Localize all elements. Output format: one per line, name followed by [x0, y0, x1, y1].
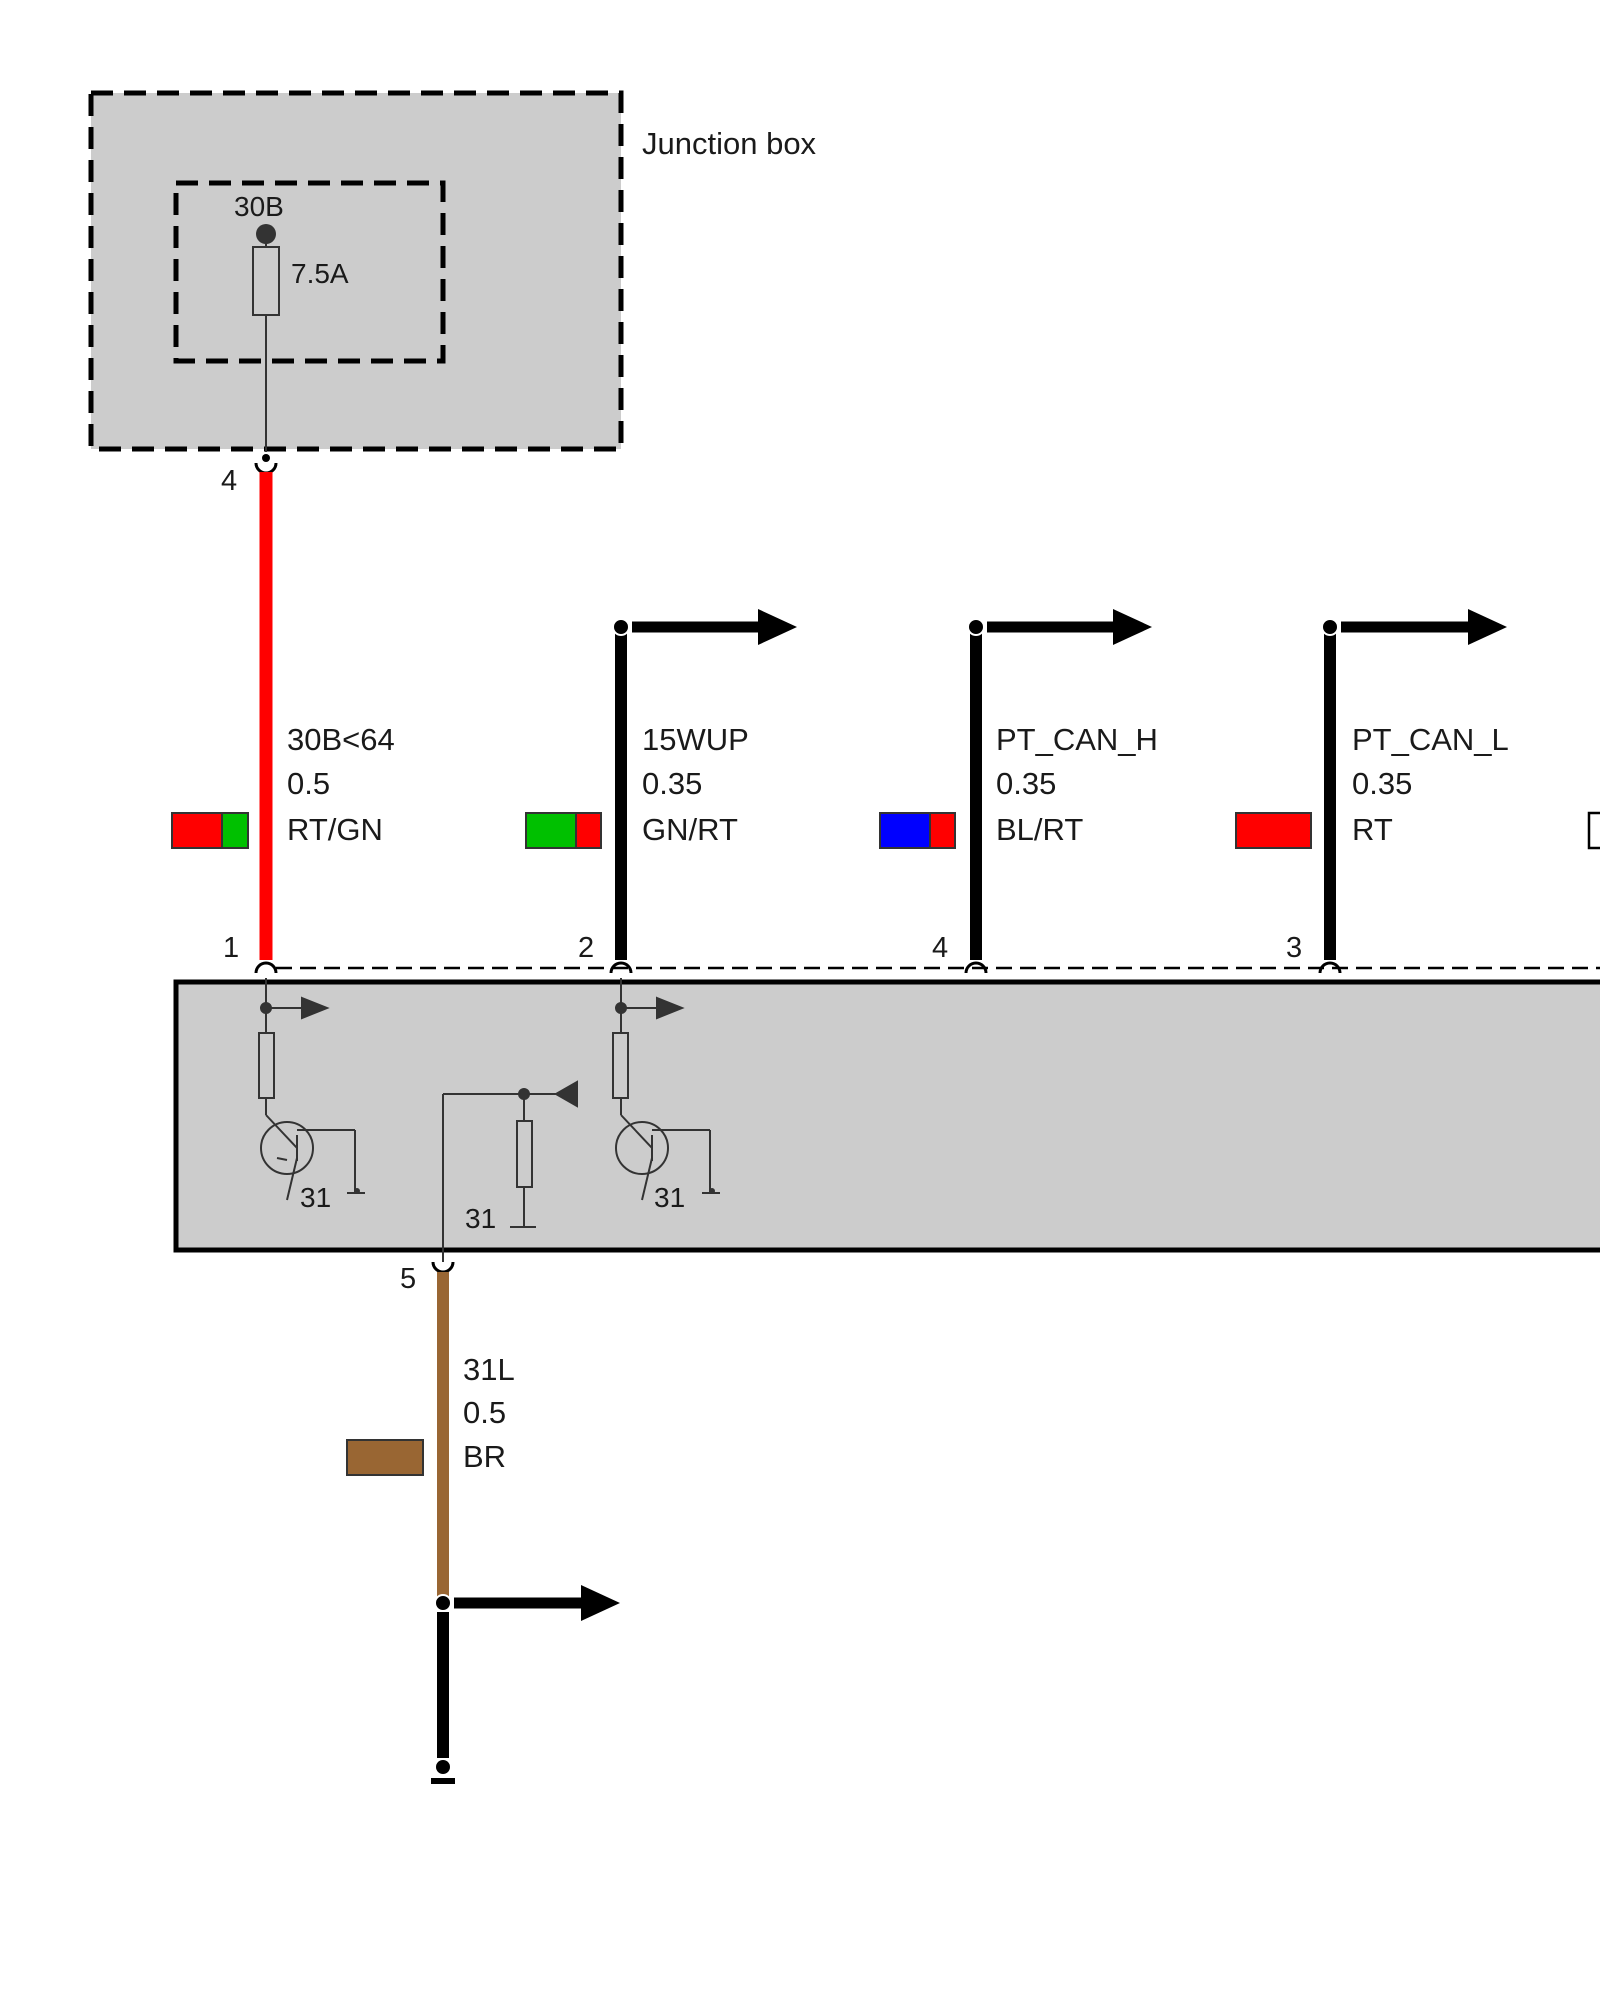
connector-pin-5 [431, 1261, 455, 1274]
arrow-right-icon [1113, 609, 1152, 645]
ground-node-1 [354, 1188, 360, 1194]
jb-pin-dot [262, 454, 270, 462]
connector-pin-1 [254, 961, 278, 974]
wire-pt-can-l: PT_CAN_L 0.35 RT [1235, 609, 1509, 960]
wire-31l-node [434, 1594, 452, 1612]
pin-number-3: 3 [1286, 932, 1302, 964]
wire-15wup-node [612, 618, 630, 636]
transistor-icon [615, 1121, 669, 1175]
fuse-rating: 7.5A [291, 258, 349, 289]
connector-pin-2 [609, 961, 633, 974]
wire-pt-can-l-cross-section: 0.35 [1352, 766, 1412, 801]
wire-pt-can-h: PT_CAN_H 0.35 BL/RT [879, 609, 1158, 960]
connector-pin-3 [1318, 961, 1342, 974]
terminal-label: 30B [234, 191, 284, 222]
wire-pt-can-l-signal: PT_CAN_L [1352, 722, 1509, 757]
junction-box-outline [88, 90, 624, 452]
pin-number-1: 1 [223, 932, 239, 964]
junction-box: Junction box 30B 7.5A 4 [88, 90, 817, 497]
pin-number-4: 4 [932, 932, 948, 964]
wire-31l-color-swatch [346, 1439, 424, 1476]
ground-label-3: 31 [654, 1182, 685, 1213]
wire-pt-can-h-color-code: BL/RT [996, 812, 1083, 847]
wire-pt-can-l-node [1321, 618, 1339, 636]
connector-pins: 1 2 4 3 [223, 932, 1342, 974]
partial-color-swatch [1587, 811, 1600, 850]
pin-number-5: 5 [400, 1263, 416, 1295]
wire-15wup: 15WUP 0.35 GN/RT [525, 609, 797, 960]
wire-30b: 30B<64 0.5 RT/GN [171, 472, 395, 960]
wire-30b-color-swatch [171, 812, 249, 849]
wire-pt-can-l-color-code: RT [1352, 812, 1393, 847]
ground-node-3 [709, 1188, 715, 1194]
transistor-icon [260, 1121, 314, 1175]
control-module: 31 31 31 [173, 978, 1600, 1262]
wire-15wup-color-swatch [525, 812, 602, 849]
wire-30b-signal: 30B<64 [287, 722, 395, 757]
wire-15wup-color-code: GN/RT [642, 812, 738, 847]
ground-end-node [436, 1760, 450, 1774]
internal-ground-circuit [442, 1080, 578, 1262]
wire-15wup-signal: 15WUP [642, 722, 749, 757]
wire-pt-can-h-node [967, 618, 985, 636]
wire-30b-cross-section: 0.5 [287, 766, 330, 801]
wire-pt-can-h-color-swatch [879, 812, 956, 849]
wire-pt-can-h-signal: PT_CAN_H [996, 722, 1158, 757]
jb-connector-pin [254, 462, 278, 475]
wire-pt-can-h-cross-section: 0.35 [996, 766, 1056, 801]
wire-31l: 5 31L 0.5 BR [346, 1261, 620, 1784]
wire-15wup-cross-section: 0.35 [642, 766, 702, 801]
wire-pt-can-l-color-swatch [1235, 812, 1312, 849]
wire-31l-signal: 31L [463, 1352, 515, 1387]
input-circuit-2 [612, 978, 720, 1201]
wire-30b-color-code: RT/GN [287, 812, 383, 847]
ground-label-1: 31 [300, 1182, 331, 1213]
pin-number-2: 2 [578, 932, 594, 964]
fuse-holder-outline [173, 180, 446, 364]
input-circuit-1 [258, 978, 365, 1201]
jb-output-pin: 4 [221, 465, 237, 497]
arrow-right-icon [758, 609, 797, 645]
junction-box-label: Junction box [642, 126, 817, 161]
ground-label-2: 31 [465, 1203, 496, 1234]
arrow-right-icon [581, 1585, 620, 1621]
arrow-right-icon [1468, 609, 1507, 645]
wire-31l-cross-section: 0.5 [463, 1395, 506, 1430]
wire-31l-color-code: BR [463, 1439, 506, 1474]
module-body [173, 979, 1600, 1253]
connector-pin-4 [964, 961, 988, 974]
